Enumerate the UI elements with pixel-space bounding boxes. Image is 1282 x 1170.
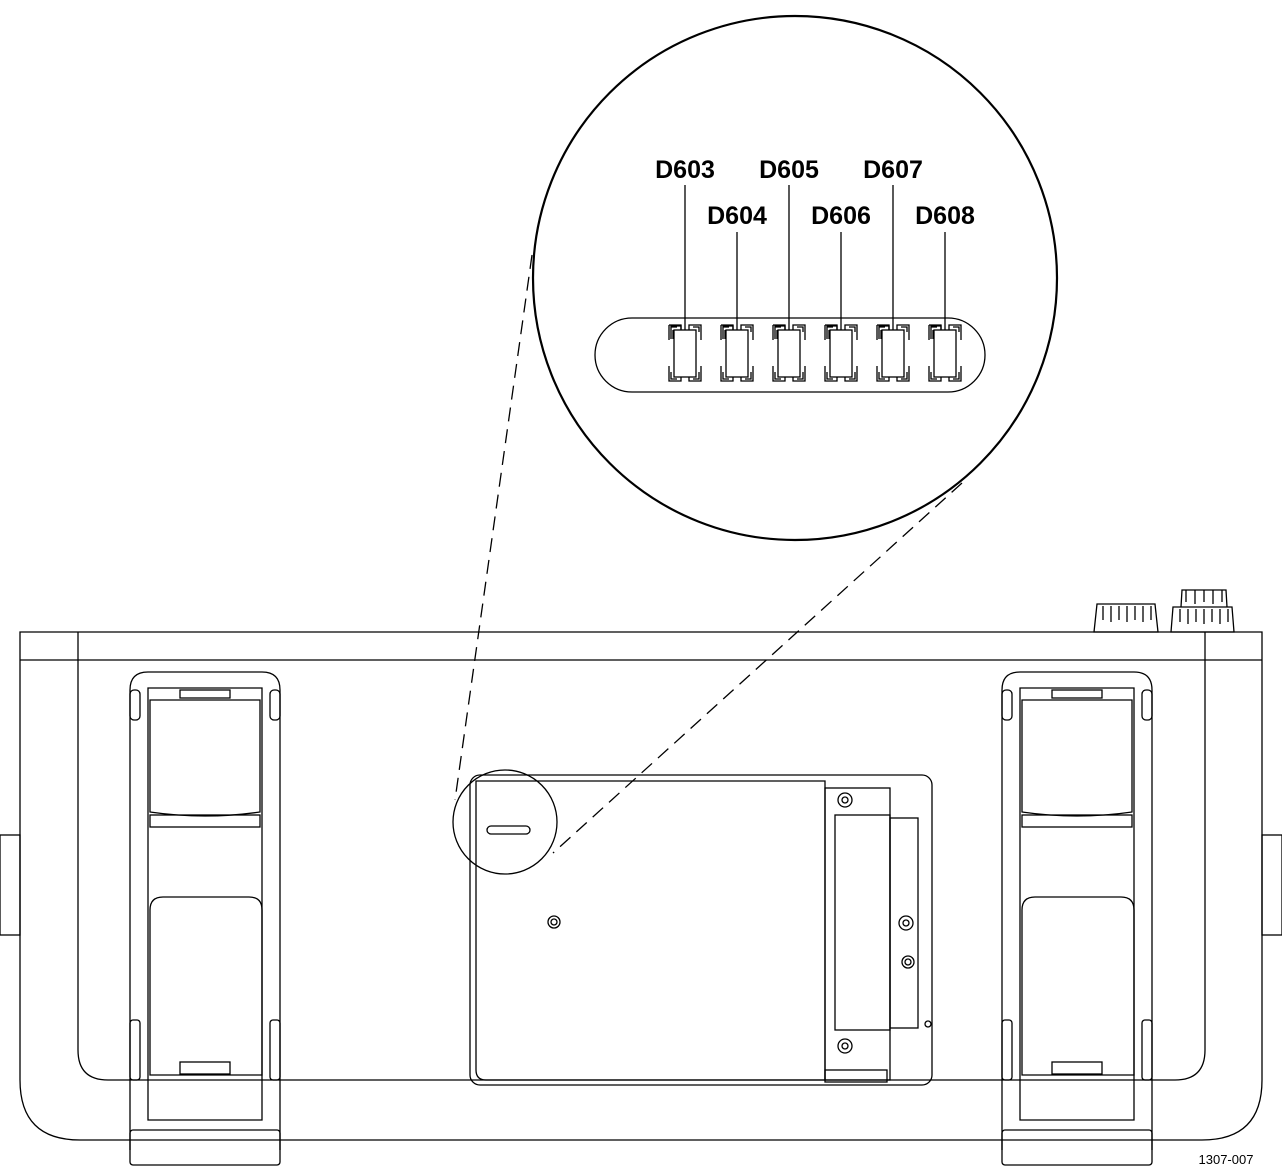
led-pad <box>876 324 910 382</box>
callout-leader-left <box>454 254 533 801</box>
screw-icon <box>837 792 853 808</box>
led-label: D606 <box>811 202 871 230</box>
led-body <box>777 329 801 378</box>
led-d606: D606 <box>811 202 871 382</box>
led-d607: D607 <box>863 156 923 382</box>
led-label: D605 <box>759 156 819 184</box>
right-side-tab <box>1261 834 1282 936</box>
led-d608: D608 <box>915 202 975 382</box>
left-side-tab <box>0 834 21 936</box>
led-pad <box>928 324 962 382</box>
figure-number: 1307-007 <box>1199 1152 1254 1167</box>
led-d605: D605 <box>759 156 819 382</box>
led-d604: D604 <box>707 202 767 382</box>
instrument-body <box>0 631 1282 1141</box>
led-label: D604 <box>707 202 767 230</box>
screw-icon <box>901 955 915 969</box>
led-pad <box>774 325 804 380</box>
screw-icon <box>837 1038 853 1054</box>
led-pad <box>878 325 908 380</box>
led-label: D608 <box>915 202 975 230</box>
led-body <box>673 329 697 378</box>
led-pad <box>930 325 960 380</box>
led-body <box>829 329 853 378</box>
left-latch-assembly <box>129 671 281 1166</box>
right-latch-assembly <box>1001 671 1153 1166</box>
led-strip-small <box>486 825 531 835</box>
led-pad <box>824 324 858 382</box>
detail-circle-small <box>452 769 558 875</box>
led-pad <box>670 325 700 380</box>
led-pad <box>826 325 856 380</box>
callout-leader-right <box>552 482 963 854</box>
led-body <box>881 329 905 378</box>
led-label: D607 <box>863 156 923 184</box>
led-pad <box>722 325 752 380</box>
knob-left <box>1093 603 1159 633</box>
led-body <box>933 329 957 378</box>
access-panel <box>452 769 933 1086</box>
led-d603: D603 <box>655 156 715 382</box>
led-pad <box>720 324 754 382</box>
screw-icon <box>898 915 914 931</box>
screw-icon <box>547 915 561 929</box>
led-label: D603 <box>655 156 715 184</box>
led-pad <box>668 324 702 382</box>
led-strip <box>594 317 986 393</box>
led-body <box>725 329 749 378</box>
led-pad <box>772 324 806 382</box>
knob-right <box>1170 589 1235 633</box>
